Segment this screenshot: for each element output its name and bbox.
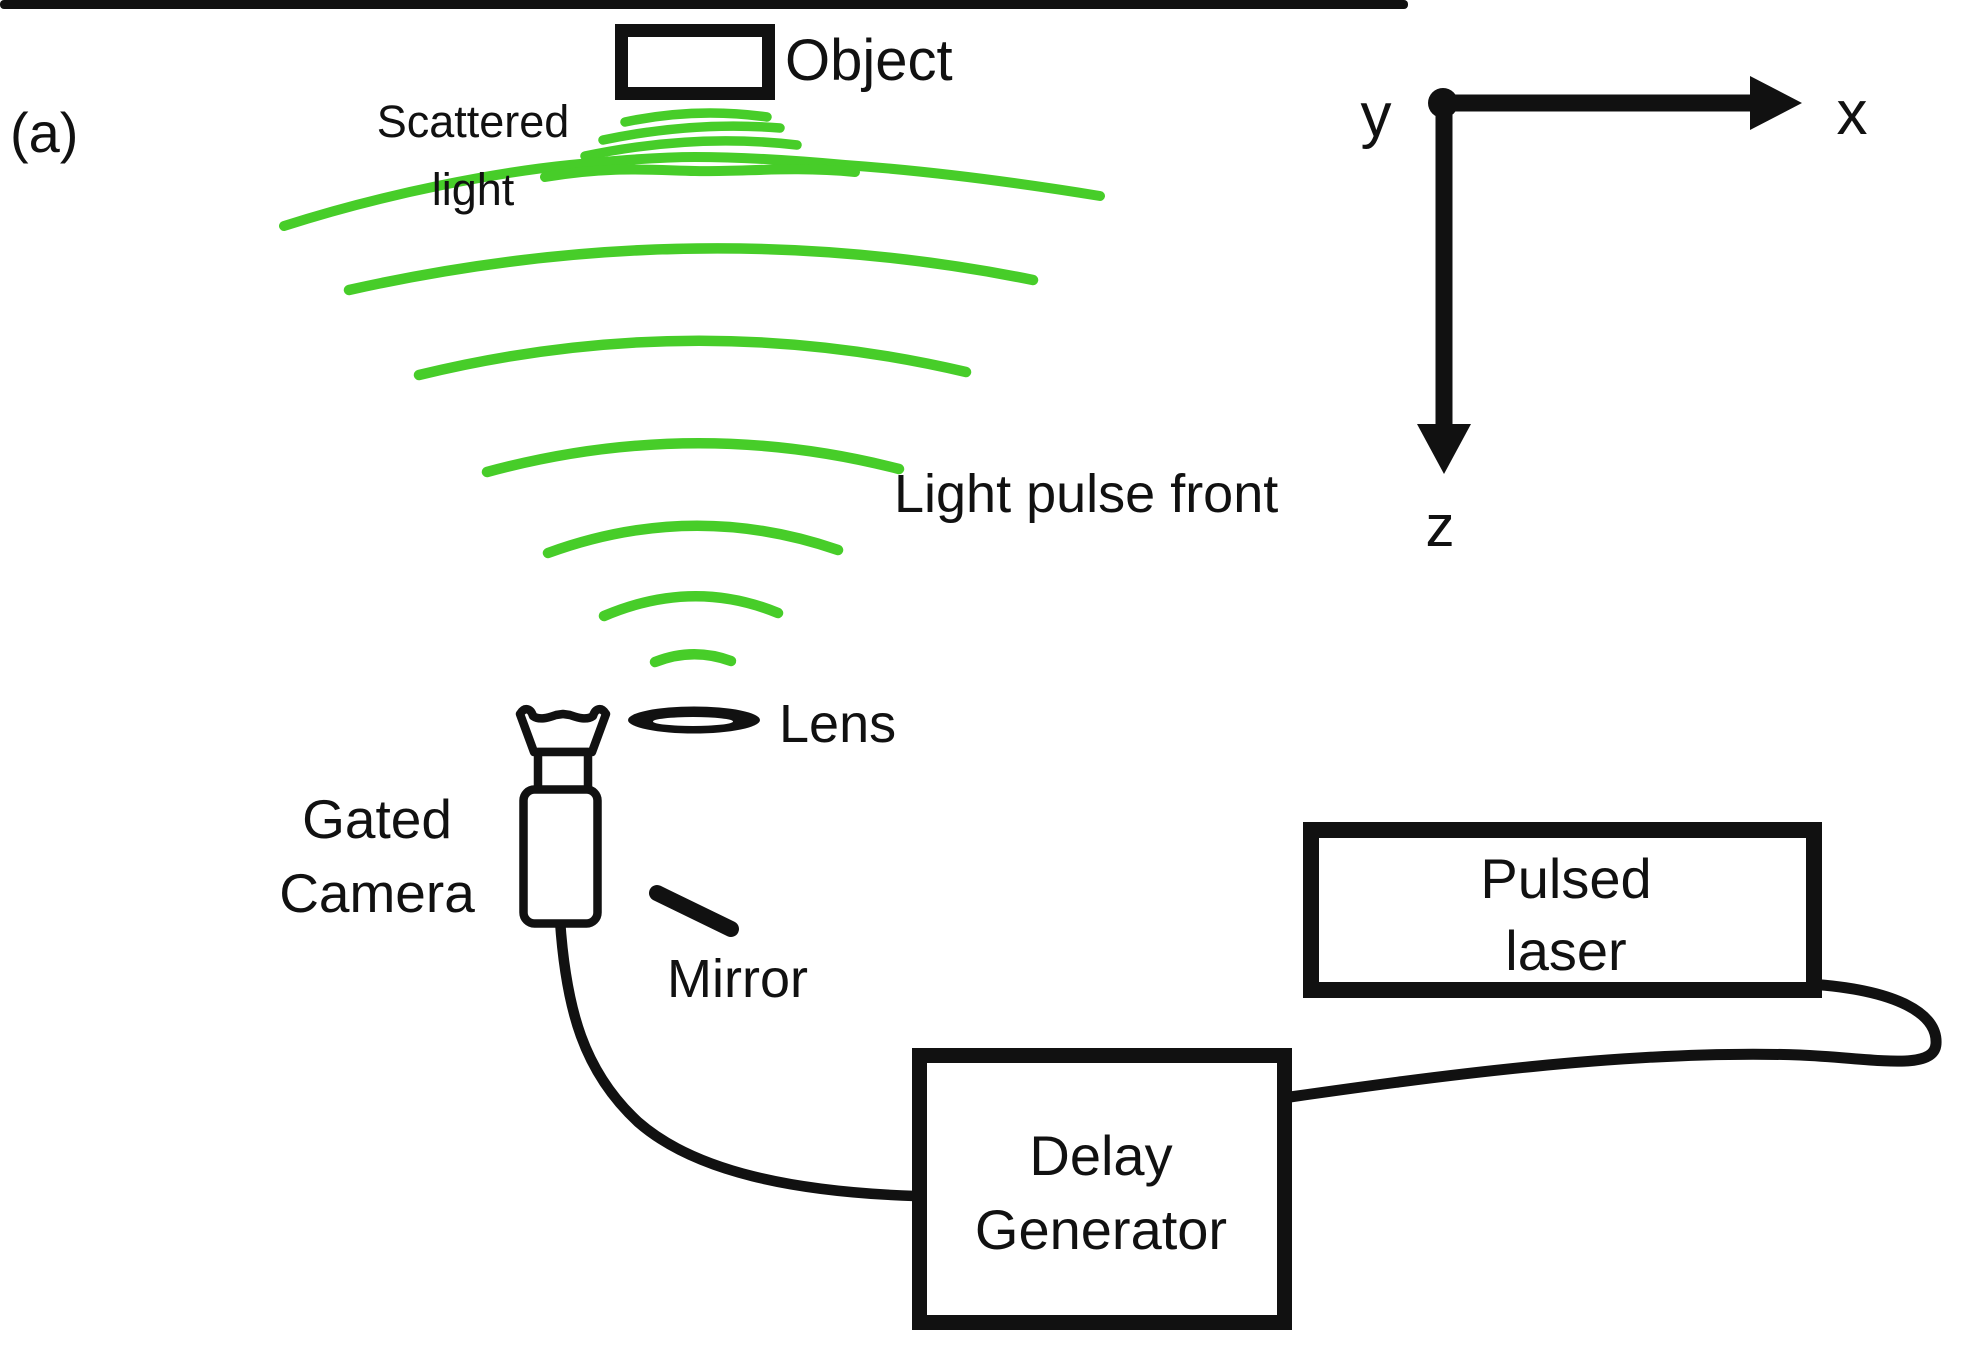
scattered-arc-3 <box>580 136 802 161</box>
light-pulse-front-arcs <box>279 151 1105 668</box>
mirror-label: Mirror <box>667 949 808 1009</box>
wavefront-arc-4 <box>542 520 844 559</box>
lens-icon <box>628 706 760 734</box>
panel-label: (a) <box>10 101 78 164</box>
camera-delay-cable <box>554 914 921 1202</box>
gated-camera-icon <box>515 705 611 928</box>
camera-body-shape <box>519 785 602 928</box>
top-border-bar <box>0 0 1408 9</box>
scattered-light-label-line2: light <box>432 164 515 215</box>
wavefront-arc-1 <box>343 243 1039 296</box>
scattered-arc-2 <box>598 121 785 145</box>
z-axis-label: z <box>1426 494 1455 559</box>
scattered-light-arcs <box>580 108 802 161</box>
delay-generator-label-line2: Generator <box>975 1198 1227 1261</box>
pulse-front-line-lower <box>540 164 860 182</box>
wavefront-arc-2 <box>413 335 972 381</box>
gated-camera-label-line1: Gated <box>302 788 452 850</box>
gated-camera-label-line2: Camera <box>279 862 475 924</box>
mirror-icon <box>649 885 739 937</box>
pulsed-laser-label-line1: Pulsed <box>1480 847 1651 910</box>
y-axis-label: y <box>1361 81 1392 150</box>
scattered-arc-1 <box>620 108 772 127</box>
lens-label: Lens <box>779 694 896 754</box>
pulsed-laser-box <box>1303 822 1822 998</box>
wavefront-arc-5 <box>598 591 784 622</box>
wavefront-arc-6 <box>649 649 737 668</box>
wavefront-arc-3 <box>481 437 905 478</box>
pulse-front-line-upper <box>279 151 1105 231</box>
delay-generator-box <box>912 1048 1292 1330</box>
camera-neck-shape <box>533 747 593 795</box>
delay-generator-label-line1: Delay <box>1029 1124 1172 1187</box>
lens-inner-highlight <box>653 717 733 726</box>
z-axis-arrowhead-icon <box>1417 424 1471 474</box>
camera-eyepiece-shape <box>515 705 611 757</box>
light-pulse-front-label: Light pulse front <box>894 464 1278 524</box>
laser-delay-cable <box>1284 978 1942 1103</box>
object-label: Object <box>785 28 953 93</box>
object-box <box>615 24 775 100</box>
scattered-light-label-line1: Scattered <box>377 96 570 147</box>
x-axis-label: x <box>1837 79 1868 148</box>
x-axis-arrowhead-icon <box>1750 76 1802 130</box>
pulsed-laser-label-line2: laser <box>1505 919 1626 982</box>
coordinate-axes <box>1417 76 1802 474</box>
